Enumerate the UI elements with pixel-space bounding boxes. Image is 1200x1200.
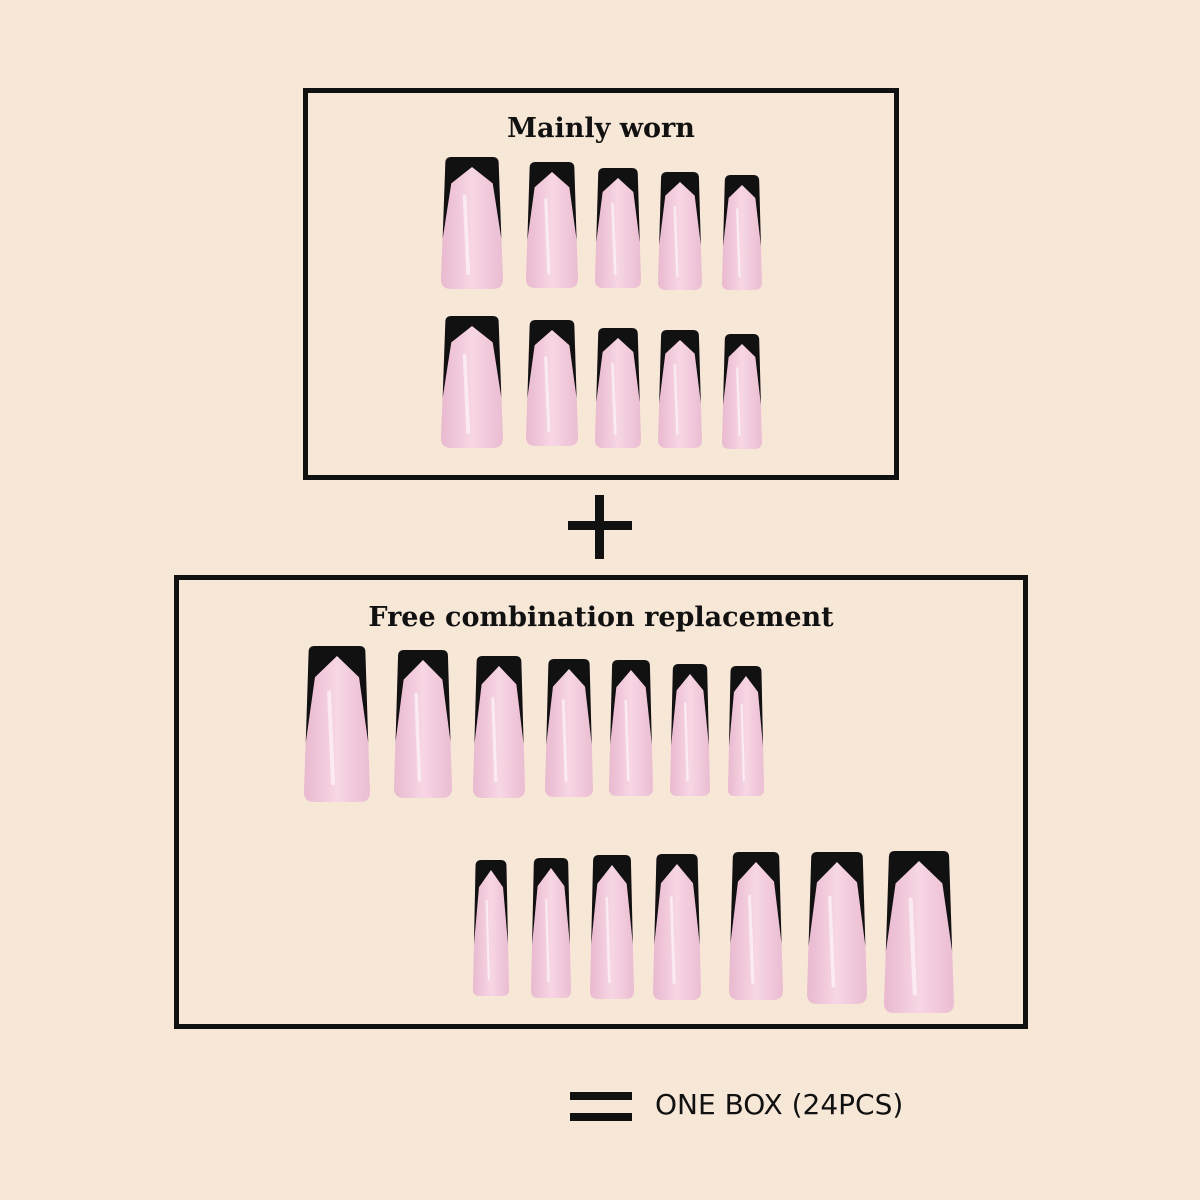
equals-icon	[570, 1092, 632, 1124]
plus-icon	[568, 495, 632, 559]
free-combination-panel: Free combination replacement	[174, 575, 1028, 1029]
free-combination-title: Free combination replacement	[368, 602, 834, 633]
box-count-label: ONE BOX (24PCS)	[655, 1088, 904, 1121]
mainly-worn-panel: Mainly worn	[303, 88, 899, 480]
mainly-worn-title: Mainly worn	[507, 113, 695, 144]
